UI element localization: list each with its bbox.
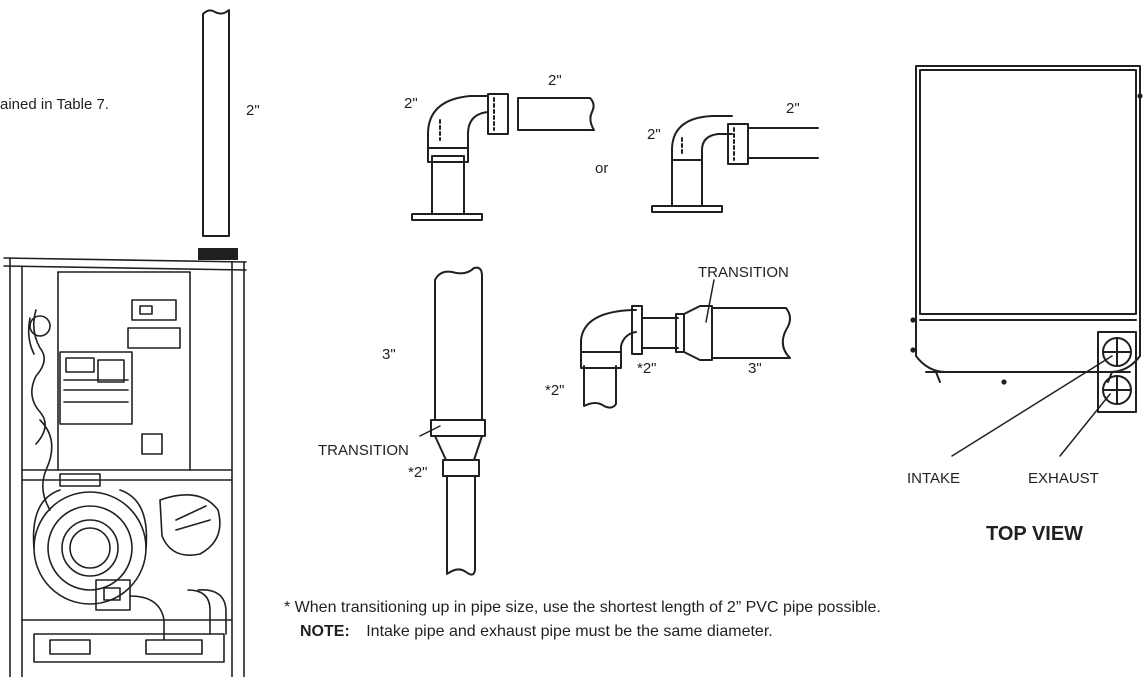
transition-top-label: TRANSITION (698, 264, 789, 281)
elbow-c-2in-label: *2" (545, 382, 565, 399)
leader-lines (419, 279, 715, 437)
upper-3in-label: 3" (382, 346, 396, 363)
or-label: or (595, 160, 609, 177)
footnote: * When transitioning up in pipe size, us… (284, 599, 881, 616)
horiz-2in-label: *2" (637, 360, 657, 377)
transition-left-label: TRANSITION (318, 442, 409, 459)
elbow-a (411, 93, 595, 221)
intake-label: INTAKE (907, 470, 961, 487)
vertical-pipe-size-label: 2" (246, 102, 260, 119)
straight-pipe-size-label: 2" (548, 72, 562, 89)
note-line: NOTE: Intake pipe and exhaust pipe must … (300, 622, 773, 642)
lower-2in-label: *2" (408, 464, 428, 481)
elbow-b (651, 115, 819, 213)
top-view (910, 65, 1143, 457)
exhaust-label: EXHAUST (1028, 470, 1099, 487)
horizontal-transition (580, 305, 791, 409)
partial-heading-text: ained in Table 7. (0, 96, 109, 113)
vertical-transition (430, 266, 486, 576)
vertical-2in-pipe (202, 9, 230, 237)
elbow-a-size-label: 2" (404, 95, 418, 112)
note-label: NOTE: (300, 623, 350, 640)
elbow-b-size-label: 2" (647, 126, 661, 143)
horiz-3in-label: 3" (748, 360, 762, 377)
note-text: Intake pipe and exhaust pipe must be the… (366, 623, 773, 640)
top-view-title: TOP VIEW (986, 523, 1084, 545)
furnace-front-view (3, 248, 247, 677)
elbow-b-pipe-size-label: 2" (786, 100, 800, 117)
